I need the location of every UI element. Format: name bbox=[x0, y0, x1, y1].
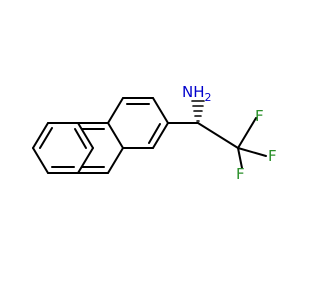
amine-label: NH2 bbox=[182, 83, 212, 104]
bond bbox=[152, 97, 169, 124]
double-bond bbox=[148, 123, 161, 144]
molecule-diagram: NH2 F F F bbox=[32, 83, 277, 183]
bond-cf bbox=[237, 117, 257, 149]
bond bbox=[107, 97, 124, 124]
ring-middle bbox=[77, 122, 124, 174]
bond bbox=[107, 147, 124, 174]
bond bbox=[32, 122, 49, 149]
stereo-hash-wedge bbox=[191, 100, 205, 122]
bond-cf bbox=[237, 147, 267, 157]
bond bbox=[32, 147, 49, 174]
ring-left bbox=[32, 122, 94, 174]
fluorine-label: F bbox=[268, 147, 277, 165]
bond bbox=[107, 122, 124, 149]
side-chain bbox=[167, 117, 267, 169]
ring-right bbox=[107, 97, 169, 149]
bond bbox=[77, 122, 94, 149]
fluorine-label: F bbox=[236, 165, 245, 183]
bond-cf bbox=[237, 147, 243, 169]
structure-canvas: NH2 F F F bbox=[32, 83, 277, 183]
fluorine-label: F bbox=[255, 107, 264, 125]
bond-to-cf3 bbox=[197, 122, 239, 149]
double-bond bbox=[74, 128, 87, 149]
bond bbox=[77, 147, 94, 174]
double-bond bbox=[39, 127, 53, 149]
bond bbox=[152, 122, 169, 149]
